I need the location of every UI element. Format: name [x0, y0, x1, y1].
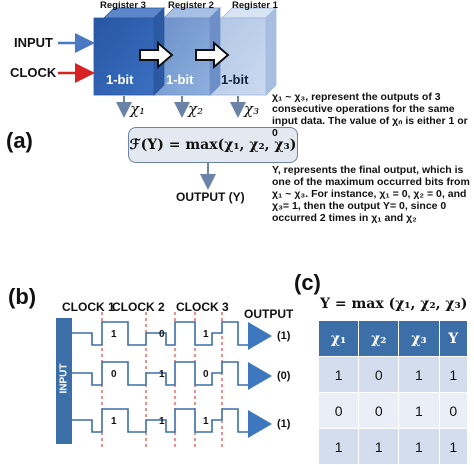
note-output-definition: Υ, represents the final output, which is…	[272, 164, 470, 224]
input-bar	[56, 318, 72, 444]
register-2-title: Register 2	[168, 0, 214, 11]
panel-c-label: (c)	[294, 270, 321, 295]
output-label: OUTPUT (Υ)	[176, 190, 245, 204]
table-row: 1 0 1 1	[317, 356, 469, 393]
clock-1-label: CLOCK 1	[62, 300, 115, 314]
table-header-upsilon: Υ	[438, 320, 469, 357]
shift-arrow-3-to-2	[139, 40, 174, 70]
pulse-value: 0	[111, 369, 117, 380]
table-cell: 0	[317, 392, 360, 429]
output-chi-1: χ₁	[130, 100, 146, 118]
table-row: 0 0 1 0	[317, 392, 469, 429]
register-3-bit: 1-bit	[106, 72, 134, 87]
input-label: INPUT	[14, 35, 53, 50]
table-cell: 1	[438, 356, 469, 393]
table-cell: 0	[358, 392, 400, 429]
pulse-value: 1	[203, 416, 209, 427]
pulse-value: 1	[111, 329, 117, 340]
table-header-chi-3: χ₃	[398, 320, 440, 357]
max-formula-box: ℱ(Υ) = max(χ₁, χ₂, χ₃)	[128, 127, 298, 163]
table-cell: 1	[438, 428, 469, 465]
clock-3-label: CLOCK 3	[176, 300, 229, 314]
table-cell: 1	[398, 392, 440, 429]
panel-a-label: (a)	[6, 128, 33, 153]
table-cell: 1	[317, 356, 360, 393]
note-chi-definition: χ₁ ~ χ₃, represent the outputs of 3 cons…	[272, 91, 468, 139]
pulse-value: 0	[203, 369, 209, 380]
shift-arrow-2-to-1	[195, 40, 230, 70]
register-3-title: Register 3	[100, 0, 146, 11]
row-3-output: (1)	[277, 418, 291, 430]
register-2-bit: 1-bit	[166, 72, 194, 87]
clock-label: CLOCK	[10, 65, 57, 80]
pulse-value: 1	[159, 369, 165, 380]
register-1-title: Register 1	[232, 0, 278, 11]
row-2-output: (0)	[277, 370, 291, 382]
table-cell: 1	[317, 428, 360, 465]
output-title: OUTPUT	[244, 307, 294, 321]
input-bar-label: INPUT	[58, 363, 70, 394]
table-header-chi-1: χ₁	[317, 320, 360, 357]
table-cell: 0	[358, 356, 400, 393]
pulse-train-row-2	[72, 361, 252, 386]
pulse-value: 1	[203, 329, 209, 340]
figure-graphics	[56, 7, 277, 448]
figure: (a) Register 3 Register 2 Register 1 INP…	[6, 0, 470, 465]
panel-b-label: (b)	[8, 284, 37, 309]
output-buffer-row-3	[248, 410, 272, 438]
table-header-chi-2: χ₂	[358, 320, 400, 357]
truth-table: χ₁ χ₂ χ₃ Υ 1 0 1 1 0 0 1 0 1 1 1	[317, 320, 469, 465]
table-cell: 0	[438, 392, 469, 429]
pulse-train-row-3	[72, 408, 252, 433]
output-chi-3: χ₃	[244, 100, 260, 118]
output-buffer-row-2	[248, 362, 272, 390]
table-cell: 1	[358, 428, 400, 465]
table-row: 1 1 1 1	[317, 428, 469, 465]
pulse-value: 1	[111, 416, 117, 427]
table-cell: 1	[398, 356, 440, 393]
pulse-value: 1	[159, 416, 165, 427]
register-1-bit: 1-bit	[221, 72, 249, 87]
output-buffer-row-1	[248, 322, 272, 350]
pulse-train-row-1	[72, 321, 252, 346]
table-header-row: χ₁ χ₂ χ₃ Υ	[317, 320, 469, 357]
table-cell: 1	[398, 428, 440, 465]
row-1-output: (1)	[277, 330, 291, 342]
output-chi-2: χ₂	[188, 100, 204, 118]
clock-2-label: CLOCK 2	[112, 300, 165, 314]
table-formula: Υ = max (χ₁, χ₂, χ₃)	[320, 296, 468, 312]
pulse-value: 0	[159, 329, 165, 340]
